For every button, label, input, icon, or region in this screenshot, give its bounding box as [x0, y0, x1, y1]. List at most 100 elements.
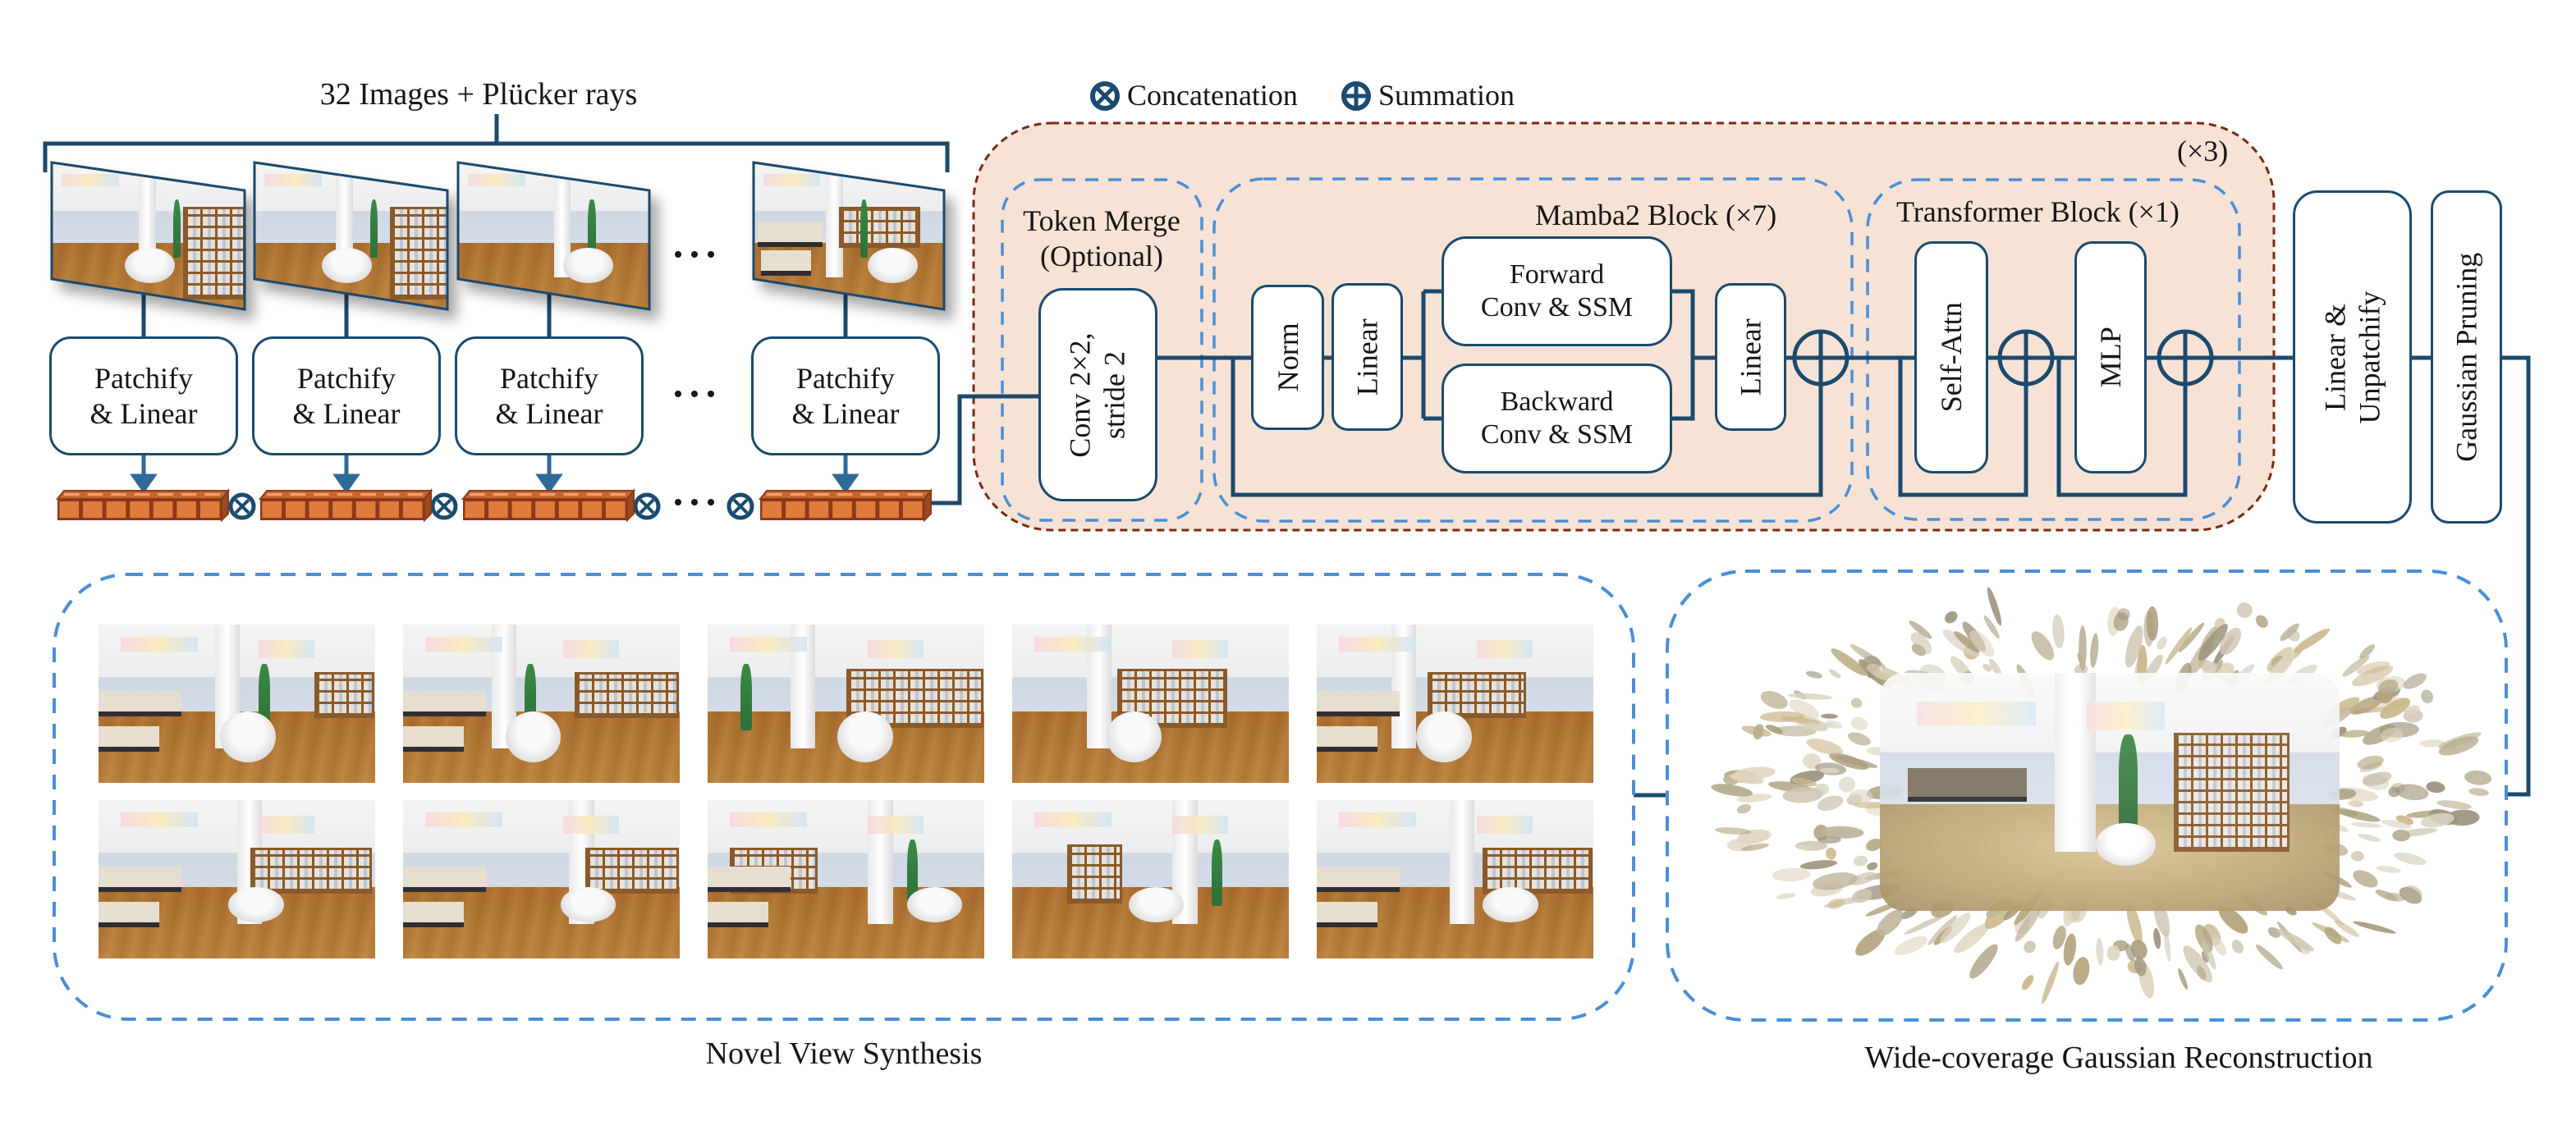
legend-summation-label: Summation [1378, 79, 1515, 112]
transformer-block-title: Transformer Block (×1) [1896, 195, 2180, 228]
token-merge-title: Token Merge (Optional) [1023, 204, 1180, 274]
gaussian-splat [2031, 631, 2055, 661]
novel-view-image [99, 624, 375, 783]
patchify-label: Patchify [796, 362, 895, 396]
gaussian-splat [1854, 802, 1889, 809]
linear-in-box: Linear [1332, 283, 1403, 431]
gaussian-splat [1821, 713, 1838, 719]
self-attn-box: Self-Attn [1914, 241, 1988, 473]
summation-legend-icon [1341, 81, 1371, 111]
gaussian-splat [1805, 670, 1822, 679]
gaussian-splat [1826, 847, 1836, 860]
gaussian-pruning-label: Gaussian Pruning [2450, 252, 2483, 462]
gaussian-splat [2134, 957, 2147, 977]
gaussian-caption: Wide-coverage Gaussian Reconstruction [1864, 1041, 2373, 1075]
gaussian-splat [1817, 795, 1844, 812]
token-cell [309, 501, 329, 518]
novel-view-image [403, 624, 680, 783]
gaussian-splat [1732, 766, 1776, 780]
gaussian-splat [1736, 803, 1752, 814]
input-view-3 [456, 161, 651, 311]
token-cell [582, 501, 602, 518]
gaussian-splat [1895, 935, 1927, 955]
gaussian-splat [2063, 933, 2077, 966]
gaussian-splat [2074, 663, 2088, 676]
gaussian-splat [2194, 924, 2213, 954]
gaussian-splat [2349, 696, 2383, 715]
token-sequences [55, 488, 933, 523]
gaussian-splat [1866, 838, 1882, 852]
gaussian-splat [2126, 903, 2143, 945]
norm-box: Norm [1251, 285, 1324, 430]
novel-view-image [1012, 624, 1289, 783]
novel-view-image [1317, 800, 1593, 958]
gaussian-splat [2157, 637, 2167, 650]
unpatchify-label-line2: Unpatchify [2353, 290, 2386, 423]
token-cell [558, 501, 579, 518]
mlp-box: MLP [2074, 241, 2147, 473]
gaussian-splat [1877, 909, 1904, 936]
gaussian-splat [2212, 936, 2227, 956]
gaussian-splat [1794, 721, 1836, 730]
gaussian-splat [1790, 777, 1817, 787]
backbone-repeat-label: (×3) [2177, 135, 2229, 167]
gaussian-splat-cloud [1711, 587, 2492, 1004]
gaussian-splat [2403, 673, 2427, 689]
input-header: 32 Images + Plücker rays [319, 77, 638, 112]
gaussian-splat [1819, 767, 1840, 774]
gaussian-splat [1789, 699, 1819, 720]
input-view-1 [50, 161, 246, 311]
input-view-last [752, 161, 946, 311]
patchify-label: & Linear [292, 396, 401, 430]
gaussian-splat [2394, 852, 2427, 866]
backward-label-line1: Backward [1500, 386, 1614, 417]
gaussian-splat [2178, 622, 2205, 652]
token-cell [832, 501, 852, 518]
gaussian-splat [2375, 890, 2398, 901]
gaussian-splat [1851, 889, 1872, 903]
gaussian-splat [1788, 693, 1833, 700]
token-cell [153, 501, 173, 518]
token-cell [199, 501, 220, 518]
token-cell [262, 501, 282, 518]
gaussian-splat [2153, 927, 2161, 949]
gaussian-splat [1983, 615, 2000, 638]
gaussian-splat [2419, 739, 2445, 748]
input-views [50, 161, 946, 311]
gaussian-splat [2218, 906, 2248, 934]
gaussian-splat [1803, 753, 1822, 769]
token-sequence-bar [758, 488, 933, 523]
novel-view-image [1317, 624, 1593, 783]
gaussian-pruning-box: Gaussian Pruning [2431, 190, 2502, 524]
patchify-linear-box-1: Patchify& Linear [49, 336, 238, 455]
gaussian-splat [2352, 665, 2394, 687]
novel-view-image [99, 800, 375, 958]
gaussian-splat [1911, 643, 1926, 656]
gaussian-splat [1760, 690, 1788, 709]
gaussian-splat [2052, 614, 2065, 649]
gaussian-splat [1969, 944, 1998, 979]
token-cell [402, 501, 423, 518]
gaussian-splat [2340, 730, 2369, 738]
patchify-label: Patchify [297, 362, 396, 396]
token-sequence-bar [55, 488, 231, 523]
concatenation-nodes [228, 492, 754, 520]
gaussian-splat [2117, 608, 2130, 621]
gaussian-splat [1812, 872, 1858, 890]
token-cell [879, 501, 899, 518]
gaussian-splat [2436, 800, 2472, 810]
gaussian-splat [2052, 925, 2066, 949]
novel-view-image [1012, 800, 1289, 958]
gaussian-splat [2276, 928, 2314, 952]
gaussian-splat [2024, 940, 2036, 954]
gaussian-splat [2350, 850, 2364, 862]
token-merge-title-line1: Token Merge [1023, 204, 1180, 237]
token-cell [332, 501, 352, 518]
gaussian-splat [2203, 660, 2216, 674]
linear-out-label: Linear [1734, 318, 1767, 396]
gaussian-splat [1817, 836, 1841, 844]
gaussian-splat [1760, 711, 1805, 722]
gaussian-splat [2165, 627, 2193, 665]
gaussian-splat [2381, 819, 2412, 829]
